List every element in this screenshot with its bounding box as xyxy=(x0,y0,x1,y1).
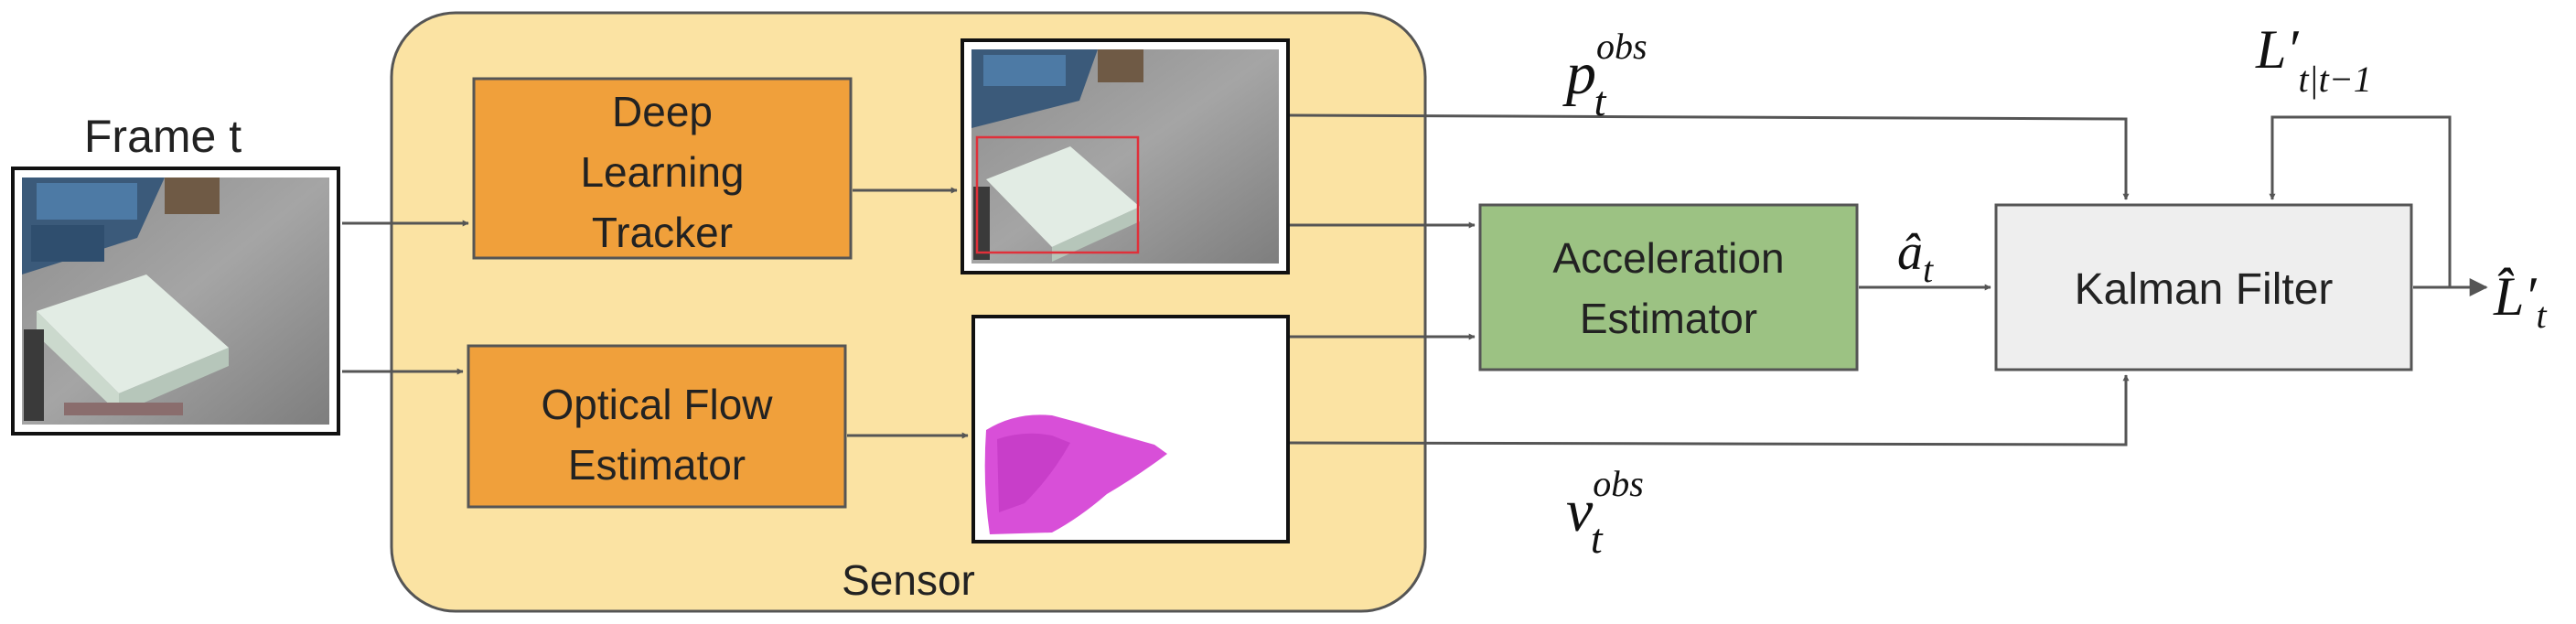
tracker-block xyxy=(472,77,853,260)
arrow-v-obs-to-kalman xyxy=(1289,374,2130,446)
kalman-label: Kalman Filter xyxy=(2075,265,2334,314)
l-prior-label: L′t|t−1 xyxy=(2255,19,2372,100)
l-hat-output-label: L̂′t xyxy=(2493,266,2548,336)
tracker-output-image xyxy=(961,38,1290,274)
optical-flow-output-image xyxy=(971,315,1290,543)
optical-flow-label-line1: Optical Flow xyxy=(541,381,773,428)
tracker-bounding-box xyxy=(975,135,1140,254)
tracker-label-line1: Deep xyxy=(612,88,713,135)
sensor-label: Sensor xyxy=(842,556,975,604)
acceleration-label-line1: Acceleration xyxy=(1552,234,1784,282)
input-frame-image xyxy=(11,167,340,436)
optical-flow-block xyxy=(467,344,847,509)
tracker-label-line2: Learning xyxy=(580,148,744,196)
acceleration-label-line2: Estimator xyxy=(1580,295,1757,342)
arrow-p-obs-to-kalman xyxy=(1289,113,2130,200)
a-hat-label: ât xyxy=(1897,224,1934,290)
tracker-label-line3: Tracker xyxy=(592,209,733,256)
frame-label: Frame t xyxy=(84,111,242,162)
arrow-feedback-loop xyxy=(2269,115,2452,287)
acceleration-estimator-block xyxy=(1478,203,1859,371)
optical-flow-label-line2: Estimator xyxy=(568,441,746,489)
kalman-filter-block xyxy=(1994,203,2413,371)
